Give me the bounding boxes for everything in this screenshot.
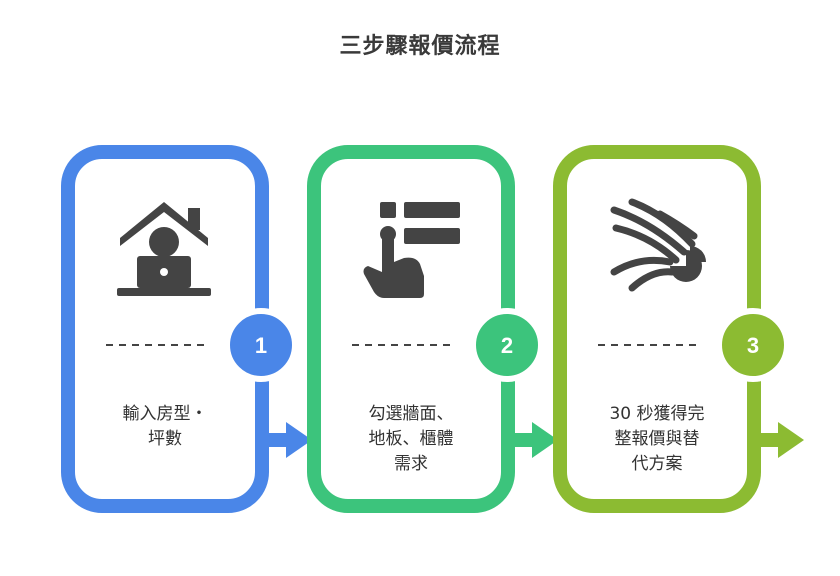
- step-3-line-3: 代方案: [631, 454, 683, 474]
- step-1-line-1: 輸入房型・: [122, 404, 208, 424]
- step-2-number: 2: [501, 333, 513, 358]
- step-1-badge: 1: [224, 308, 298, 382]
- step-2-line-2: 地板、櫃體: [368, 429, 454, 449]
- step-1-description: 輸入房型・ 坪數: [90, 402, 240, 452]
- step-3-card: 3: [553, 145, 804, 513]
- step-2-badge: 2: [470, 308, 544, 382]
- step-2-card: 2: [307, 145, 558, 513]
- step-3-description: 30 秒獲得完 整報價與替 代方案: [582, 402, 732, 477]
- converging-streams-chart-icon: [610, 198, 698, 292]
- step-2-description: 勾選牆面、 地板、櫃體 需求: [336, 402, 486, 477]
- step-3-line-1: 30 秒獲得完: [609, 404, 705, 424]
- step-1-line-2: 坪數: [148, 429, 182, 449]
- step-3-badge: 3: [716, 308, 790, 382]
- checklist-tap-icon: [363, 202, 460, 298]
- house-person-laptop-icon: [117, 202, 211, 296]
- step-1-number: 1: [255, 333, 267, 358]
- step-2-line-3: 需求: [394, 454, 428, 474]
- step-1-arrow: [262, 422, 312, 458]
- step-3-number: 3: [747, 333, 759, 358]
- step-3-line-2: 整報價與替: [614, 429, 700, 449]
- step-3-arrow: [754, 422, 804, 458]
- step-2-line-1: 勾選牆面、: [368, 404, 454, 424]
- step-1-card: 1: [61, 145, 312, 513]
- step-2-arrow: [508, 422, 558, 458]
- page-title: 三步驟報價流程: [339, 34, 501, 59]
- pie-chart-icon: [670, 246, 706, 282]
